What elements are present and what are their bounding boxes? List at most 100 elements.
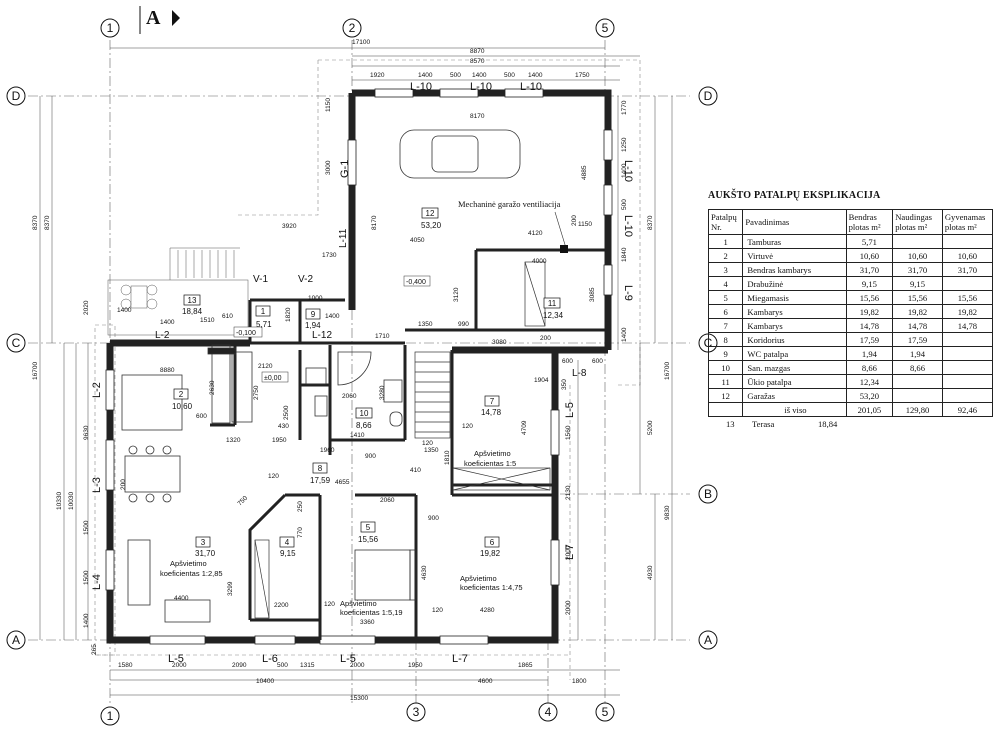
svg-text:2060: 2060: [342, 393, 357, 400]
lighting-notes: Apšvietimo koeficientas 1:2,85 Apšvietim…: [160, 449, 523, 617]
staircase: [414, 351, 451, 439]
col-header-total-area: Bendras plotas m²: [845, 209, 894, 235]
svg-text:A: A: [146, 7, 161, 29]
axis-A-right: A: [698, 630, 718, 650]
svg-text:4400: 4400: [174, 595, 189, 602]
terrace: [107, 247, 249, 336]
svg-text:3085: 3085: [589, 287, 596, 302]
cell-usable-area: 15,56: [892, 290, 943, 305]
svg-text:1865: 1865: [518, 662, 533, 669]
axis-bubbles: 1 2 5 1 3 4 5 D C A D C B A: [6, 18, 718, 726]
cell-usable-area: [892, 234, 943, 249]
section-mark: A: [139, 6, 180, 34]
svg-text:18,84: 18,84: [182, 307, 203, 316]
cell-usable-area: 1,94: [892, 346, 943, 361]
svg-text:1400: 1400: [621, 163, 628, 178]
svg-text:1580: 1580: [118, 662, 133, 669]
svg-text:3299: 3299: [227, 581, 234, 596]
svg-text:G-1: G-1: [339, 160, 351, 178]
svg-text:17,59: 17,59: [310, 476, 331, 485]
room-tag-9: 91,94: [305, 308, 321, 330]
cell-usable-area: 9,15: [892, 276, 943, 291]
svg-text:6: 6: [490, 538, 495, 547]
col-header-nr: Patalpų Nr.: [707, 209, 744, 235]
svg-text:1500: 1500: [83, 570, 90, 585]
window-openings: [105, 88, 613, 645]
bed: [354, 549, 411, 601]
svg-text:120: 120: [432, 607, 443, 614]
svg-text:1150: 1150: [325, 98, 332, 112]
svg-text:1960: 1960: [320, 447, 335, 454]
cell-total-area: 1,94: [845, 346, 894, 361]
cell-total-area: 17,59: [845, 332, 894, 347]
svg-text:16700: 16700: [32, 362, 39, 380]
room-tag-6: 619,82: [480, 536, 501, 558]
axis-A-left: A: [6, 630, 26, 650]
cell-living-area: 31,70: [941, 262, 994, 277]
cell-nr: [707, 402, 744, 417]
col-header-living-area: Gyvenamas plotas m²: [941, 209, 994, 235]
cell-nr: 9: [707, 346, 744, 361]
room-tag-5: 515,56: [358, 521, 379, 544]
svg-text:5200: 5200: [647, 420, 654, 435]
svg-text:5: 5: [602, 705, 609, 719]
svg-text:120: 120: [462, 423, 473, 430]
dining-table: [124, 455, 181, 493]
svg-text:8570: 8570: [470, 58, 485, 65]
cell-living-area: [941, 360, 994, 375]
toilet: [389, 411, 403, 427]
svg-text:Apšvietimo: Apšvietimo: [340, 599, 377, 608]
svg-text:4930: 4930: [647, 565, 654, 580]
cell-living-area: 92,46: [941, 402, 994, 417]
svg-text:L-2: L-2: [91, 382, 103, 398]
svg-text:D: D: [704, 89, 713, 103]
svg-text:2750: 2750: [253, 385, 260, 400]
cell-living-area: [941, 346, 994, 361]
svg-text:2090: 2090: [232, 662, 247, 669]
svg-text:8880: 8880: [160, 367, 175, 374]
room-tag-8: 817,59: [310, 462, 331, 485]
cell-living-area: [941, 276, 994, 291]
svg-text:L-5: L-5: [340, 653, 356, 665]
svg-text:500: 500: [450, 72, 461, 79]
terrace-row: 13 Terasa 18,84: [708, 417, 993, 430]
cell-total-area: 14,78: [845, 318, 894, 333]
cell-name: Virtuvė: [742, 248, 847, 263]
svg-text:16700: 16700: [664, 362, 671, 380]
svg-text:8,66: 8,66: [356, 421, 372, 430]
svg-text:1500: 1500: [83, 520, 90, 535]
cell-usable-area: 14,78: [892, 318, 943, 333]
svg-text:A: A: [12, 633, 20, 647]
svg-text:1000: 1000: [308, 295, 323, 302]
svg-text:4655: 4655: [335, 479, 350, 486]
svg-text:2200: 2200: [274, 602, 289, 609]
svg-text:1510: 1510: [200, 317, 215, 324]
svg-text:L-6: L-6: [262, 653, 278, 665]
cell-name: Kambarys: [742, 318, 847, 333]
room-tag-4: 49,15: [279, 536, 296, 558]
axis-D-right: D: [698, 86, 718, 106]
svg-text:2: 2: [179, 390, 184, 399]
cell-usable-area: 17,59: [892, 332, 943, 347]
svg-text:610: 610: [222, 313, 233, 320]
axis-2-top: 2: [342, 18, 362, 38]
kitchen-unit: [211, 344, 231, 424]
svg-text:L-10: L-10: [470, 81, 492, 93]
svg-text:1400: 1400: [83, 613, 90, 628]
svg-text:8870: 8870: [470, 48, 485, 55]
svg-text:D: D: [12, 89, 21, 103]
svg-text:600: 600: [592, 358, 603, 365]
svg-text:9830: 9830: [664, 505, 671, 520]
svg-text:9630: 9630: [83, 425, 90, 440]
cell-nr: 10: [707, 360, 744, 375]
svg-text:1250: 1250: [621, 137, 628, 152]
cell-total-area: 12,34: [845, 374, 894, 389]
svg-text:1400: 1400: [528, 72, 543, 79]
